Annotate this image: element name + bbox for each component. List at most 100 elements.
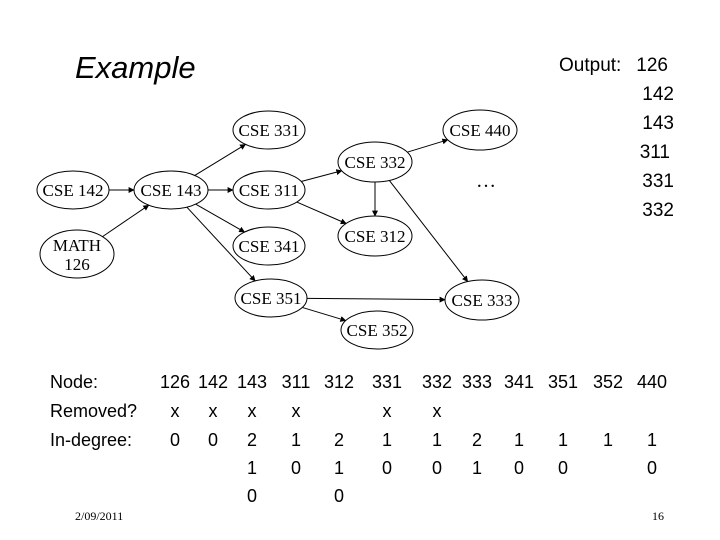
output-value: 311 xyxy=(639,142,670,163)
page-number: 16 xyxy=(652,509,664,523)
table-label-node: Node: xyxy=(50,372,99,392)
indegree-cell: 0 xyxy=(646,458,657,478)
node-cse332: CSE 332 xyxy=(337,141,413,183)
node-label: CSE 332 xyxy=(345,153,406,172)
node-cse143: CSE 143 xyxy=(133,170,209,210)
output-label: Output: xyxy=(559,55,622,76)
node-label: CSE 333 xyxy=(452,291,513,310)
table-label-removed: Removed? xyxy=(50,401,138,421)
indegree-cell: 1 xyxy=(246,458,257,478)
node-cse331: CSE 331 xyxy=(232,110,306,150)
edge-cse143-to-cse351 xyxy=(186,206,256,282)
node-header-cell: 126 xyxy=(159,372,191,392)
node-cse333: CSE 333 xyxy=(444,279,520,321)
node-ellipse xyxy=(444,279,520,321)
node-label: CSE 351 xyxy=(241,289,302,308)
node-ellipse xyxy=(39,229,115,279)
node-ellipse xyxy=(337,141,413,183)
node-header-cell: 333 xyxy=(461,372,493,392)
node-header-cell: 143 xyxy=(236,372,268,392)
indegree-cell: 1 xyxy=(471,458,482,478)
node-label: CSE 311 xyxy=(239,181,299,200)
node-header-cell: 332 xyxy=(421,372,453,392)
removed-cell: x xyxy=(291,401,301,421)
removed-cell: x xyxy=(247,401,257,421)
indegree-cell: 0 xyxy=(381,458,392,478)
output-value: 143 xyxy=(642,113,674,134)
output-value: 332 xyxy=(642,200,674,221)
indegree-cell: 0 xyxy=(290,458,301,478)
edge-cse332-to-cse333 xyxy=(388,180,469,283)
node-label: CSE 143 xyxy=(141,181,202,200)
node-cse341: CSE 341 xyxy=(232,226,306,266)
node-header-cell: 341 xyxy=(503,372,535,392)
slide-title: Example xyxy=(75,50,196,85)
node-label: CSE 142 xyxy=(43,181,104,200)
edge-cse351-to-cse333 xyxy=(306,296,446,303)
node-header-cell: 331 xyxy=(371,372,403,392)
node-ellipse xyxy=(340,310,414,350)
indegree-cell: 0 xyxy=(246,486,257,506)
node-cse312: CSE 312 xyxy=(337,215,413,257)
node-label: CSE 331 xyxy=(239,121,300,140)
indegree-cell: 0 xyxy=(333,486,344,506)
node-header-cell: 142 xyxy=(197,372,229,392)
node-cse142: CSE 142 xyxy=(36,170,110,210)
node-label: CSE 341 xyxy=(239,237,300,256)
indegree-cell: 1 xyxy=(381,430,392,450)
node-label: MATH xyxy=(53,236,101,255)
indegree-cell: 0 xyxy=(207,430,218,450)
node-cse352: CSE 352 xyxy=(340,310,414,350)
output-value: 126 xyxy=(636,55,668,76)
indegree-cell: 1 xyxy=(557,430,568,450)
edge-cse351-to-cse352 xyxy=(302,306,347,322)
node-label: 126 xyxy=(64,255,90,274)
indegree-cell: 1 xyxy=(290,430,301,450)
node-label: CSE 352 xyxy=(347,321,408,340)
indegree-cell: 1 xyxy=(646,430,657,450)
node-ellipse xyxy=(234,278,308,318)
indegree-cell: 2 xyxy=(333,430,344,450)
node-header-cell: 312 xyxy=(323,372,355,392)
node-cse351: CSE 351 xyxy=(234,278,308,318)
node-ellipse xyxy=(337,215,413,257)
indegree-cell: 0 xyxy=(169,430,180,450)
node-ellipse xyxy=(232,170,306,210)
indegree-cell: 2 xyxy=(471,430,482,450)
edge-cse143-to-cse341 xyxy=(195,203,246,233)
removed-cell: x xyxy=(208,401,218,421)
node-ellipse xyxy=(232,226,306,266)
node-cse440: CSE 440 xyxy=(442,109,518,151)
node-ellipse xyxy=(36,170,110,210)
edge-math126-to-cse143 xyxy=(102,204,150,238)
table-label-indegree: In-degree: xyxy=(50,430,133,450)
edge-cse311-to-cse312 xyxy=(296,201,347,225)
node-ellipse xyxy=(133,170,209,210)
output-value: 142 xyxy=(642,84,674,105)
indegree-cell: 0 xyxy=(557,458,568,478)
edge-cse311-to-cse332 xyxy=(301,169,343,182)
removed-cell: x xyxy=(382,401,392,421)
node-header-cell: 351 xyxy=(547,372,579,392)
node-ellipse xyxy=(232,110,306,150)
indegree-cell: 1 xyxy=(602,430,613,450)
node-label: CSE 440 xyxy=(450,121,511,140)
indegree-cell: 0 xyxy=(513,458,524,478)
node-ellipse xyxy=(442,109,518,151)
indegree-cell: 1 xyxy=(431,430,442,450)
indegree-cell: 1 xyxy=(513,430,524,450)
node-label: CSE 312 xyxy=(345,227,406,246)
more-nodes-ellipsis: … xyxy=(476,170,496,192)
removed-cell: x xyxy=(170,401,180,421)
edges-layer xyxy=(102,138,469,322)
node-header-cell: 352 xyxy=(592,372,624,392)
indegree-cell: 2 xyxy=(246,430,257,450)
removed-cell: x xyxy=(432,401,442,421)
node-header-cell: 311 xyxy=(281,372,311,392)
indegree-cell: 0 xyxy=(431,458,442,478)
edge-cse332-to-cse440 xyxy=(407,138,449,153)
footer-date: 2/09/2011 xyxy=(75,509,124,523)
